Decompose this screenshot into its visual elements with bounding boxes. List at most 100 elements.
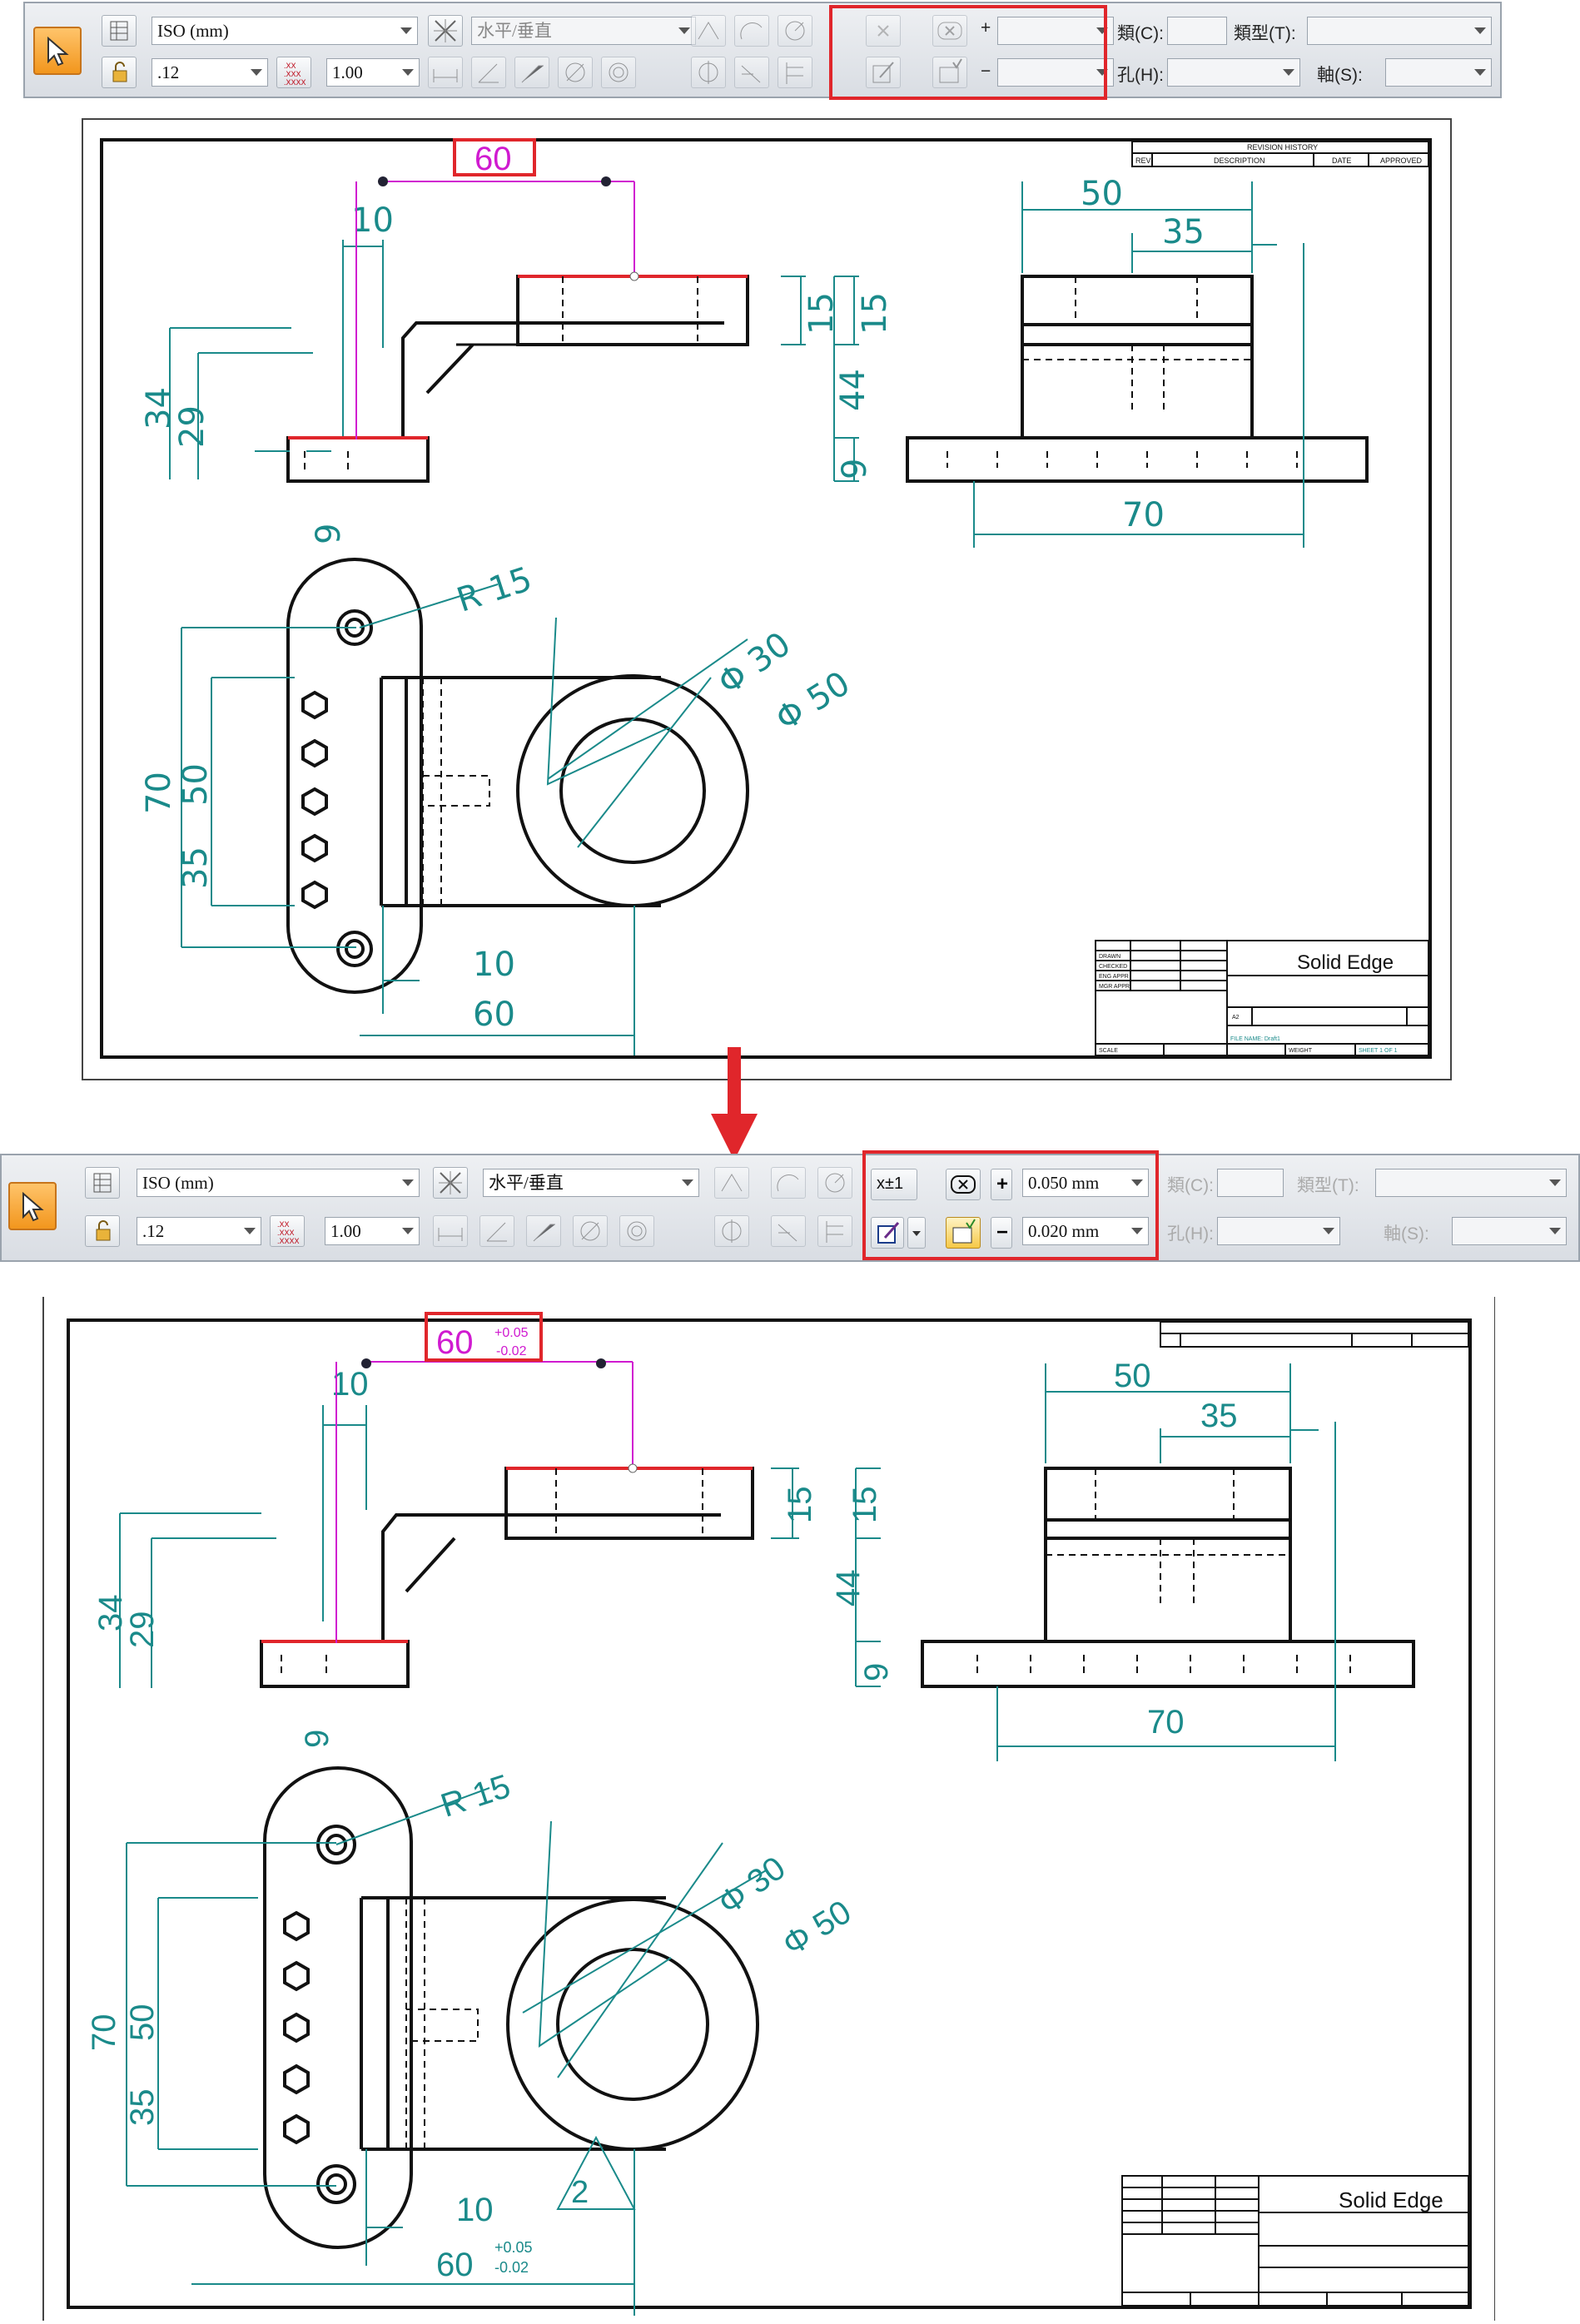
precision-format-button[interactable]: .XX.XXX.XXXX — [276, 57, 311, 88]
dim-tool-1[interactable] — [428, 57, 463, 88]
angle-dim-icon — [478, 63, 499, 83]
hole-combo[interactable] — [1167, 58, 1300, 87]
dim-tool-6[interactable] — [691, 15, 726, 47]
dim-34: 34 — [92, 1595, 129, 1632]
dim-dia30: Φ 30 — [712, 1850, 792, 1922]
pointer-icon — [47, 37, 69, 67]
dim-tool-7[interactable] — [771, 1167, 806, 1199]
dim-tool-1[interactable] — [433, 1215, 468, 1247]
dim-tool-9[interactable] — [691, 57, 726, 88]
orientation-button[interactable] — [428, 15, 463, 47]
dim-50-plan: 50 — [176, 763, 215, 806]
dim-tool-5[interactable] — [601, 57, 636, 88]
dim-tool-2[interactable] — [471, 57, 506, 88]
dim-50-plan: 50 — [124, 2004, 161, 2042]
style-combo[interactable]: ISO (mm) — [152, 17, 418, 45]
dimension-lines-bottom — [119, 1363, 1336, 2316]
dim-tool-10[interactable] — [734, 57, 769, 88]
lock-button[interactable] — [85, 1215, 120, 1247]
revision-history-table — [1131, 141, 1429, 167]
dimension-style-button[interactable] — [102, 15, 137, 47]
approved-header: APPROVED — [1380, 156, 1423, 165]
limits-toggle-button[interactable] — [932, 15, 967, 47]
precision-format-button[interactable]: .XX.XXX.XXXX — [270, 1215, 305, 1247]
hidden-lines-plan — [422, 678, 490, 906]
dim-tool-4[interactable] — [573, 1215, 608, 1247]
plan-view — [286, 558, 749, 994]
select-tool-button[interactable] — [33, 27, 82, 75]
dim-15-a: 15 — [802, 292, 841, 335]
hole-combo[interactable] — [1217, 1217, 1340, 1245]
dim-35-side: 35 — [1162, 213, 1205, 251]
minus-button[interactable]: − — [991, 1217, 1012, 1249]
dim-tool-11[interactable] — [817, 1215, 852, 1247]
dim-tool-3[interactable] — [526, 1215, 561, 1247]
axis-combo[interactable] — [1385, 58, 1492, 87]
selected-dimension-60[interactable] — [355, 181, 635, 439]
highlight-selected-dim-top — [453, 138, 536, 176]
svg-text:.XXX: .XXX — [277, 1229, 295, 1237]
dim-handle-left[interactable] — [378, 176, 388, 186]
kind-combo[interactable] — [1307, 17, 1492, 45]
dim-handle-left[interactable] — [361, 1358, 371, 1368]
front-view — [286, 275, 749, 483]
tolerance-button[interactable]: x±1 — [871, 1169, 917, 1200]
dim-handle-right[interactable] — [596, 1358, 606, 1368]
lock-button[interactable] — [102, 57, 137, 88]
dim-tool-7[interactable] — [734, 15, 769, 47]
edit-tolerance-button[interactable] — [866, 57, 901, 88]
dimension-style-button[interactable] — [85, 1167, 120, 1199]
dim-tool-5[interactable] — [619, 1215, 654, 1247]
limits-toggle-button[interactable] — [946, 1169, 981, 1200]
plus-sign: + — [981, 18, 991, 37]
dim-tool-6[interactable] — [714, 1167, 749, 1199]
scale-combo[interactable]: 1.00 — [325, 1217, 420, 1245]
tolerance-button-label: x±1 — [877, 1174, 904, 1193]
kind-combo[interactable] — [1375, 1169, 1567, 1197]
class-input[interactable] — [1167, 17, 1227, 45]
lower-tolerance-combo[interactable] — [997, 58, 1114, 87]
select-tool-button[interactable] — [8, 1182, 57, 1230]
dim-60-selected-lower: -0.02 — [496, 1344, 527, 1358]
radial-dim-icon — [785, 21, 805, 41]
chevron-down-icon — [1131, 1228, 1143, 1234]
axis-label: 軸(S): — [1384, 1224, 1429, 1244]
dim-tool-8[interactable] — [778, 15, 812, 47]
dim-tool-3[interactable] — [514, 57, 549, 88]
angle-dim-icon — [486, 1222, 507, 1242]
close-icon — [877, 25, 889, 37]
chevron-down-icon — [402, 1179, 414, 1186]
precision-combo[interactable]: .12 — [137, 1217, 261, 1245]
precision-icon: .XX.XXX.XXXX — [277, 1220, 300, 1245]
dim-tool-4[interactable] — [558, 57, 593, 88]
orientation-combo[interactable]: 水平/垂直 — [483, 1169, 699, 1197]
style-combo[interactable]: ISO (mm) — [137, 1169, 420, 1197]
apply-tolerance-button[interactable] — [946, 1217, 981, 1249]
upper-tolerance-combo[interactable] — [997, 17, 1114, 45]
dim-tool-2[interactable] — [479, 1215, 514, 1247]
dim-tool-11[interactable] — [778, 57, 812, 88]
axis-combo[interactable] — [1452, 1217, 1567, 1245]
apply-tolerance-button[interactable] — [932, 57, 967, 88]
chevron-down-icon — [1549, 1179, 1561, 1186]
edit-tolerance-button[interactable] — [871, 1217, 904, 1249]
orientation-button[interactable] — [433, 1167, 468, 1199]
plus-button[interactable]: + — [991, 1169, 1012, 1200]
dim-handle-right[interactable] — [601, 176, 611, 186]
style-combo-value: ISO (mm) — [142, 1173, 214, 1193]
scale-combo[interactable]: 1.00 — [326, 58, 420, 87]
dim-tool-9[interactable] — [714, 1215, 749, 1247]
lower-tolerance-combo[interactable]: 0.020 mm — [1022, 1217, 1149, 1245]
precision-combo-value: .12 — [157, 62, 180, 82]
revision-history-label: REVISION HISTORY — [1247, 143, 1318, 151]
tolerance-button[interactable] — [866, 15, 901, 47]
selected-dimension-60[interactable] — [335, 1361, 633, 1643]
title-block — [1095, 940, 1429, 1056]
class-input[interactable] — [1217, 1169, 1284, 1197]
dim-tool-8[interactable] — [817, 1167, 852, 1199]
orientation-combo[interactable]: 水平/垂直 — [471, 17, 696, 45]
upper-tolerance-combo[interactable]: 0.050 mm — [1022, 1169, 1149, 1197]
precision-combo[interactable]: .12 — [152, 58, 268, 87]
edit-tolerance-dropdown[interactable] — [907, 1217, 926, 1249]
dim-tool-10[interactable] — [771, 1215, 806, 1247]
